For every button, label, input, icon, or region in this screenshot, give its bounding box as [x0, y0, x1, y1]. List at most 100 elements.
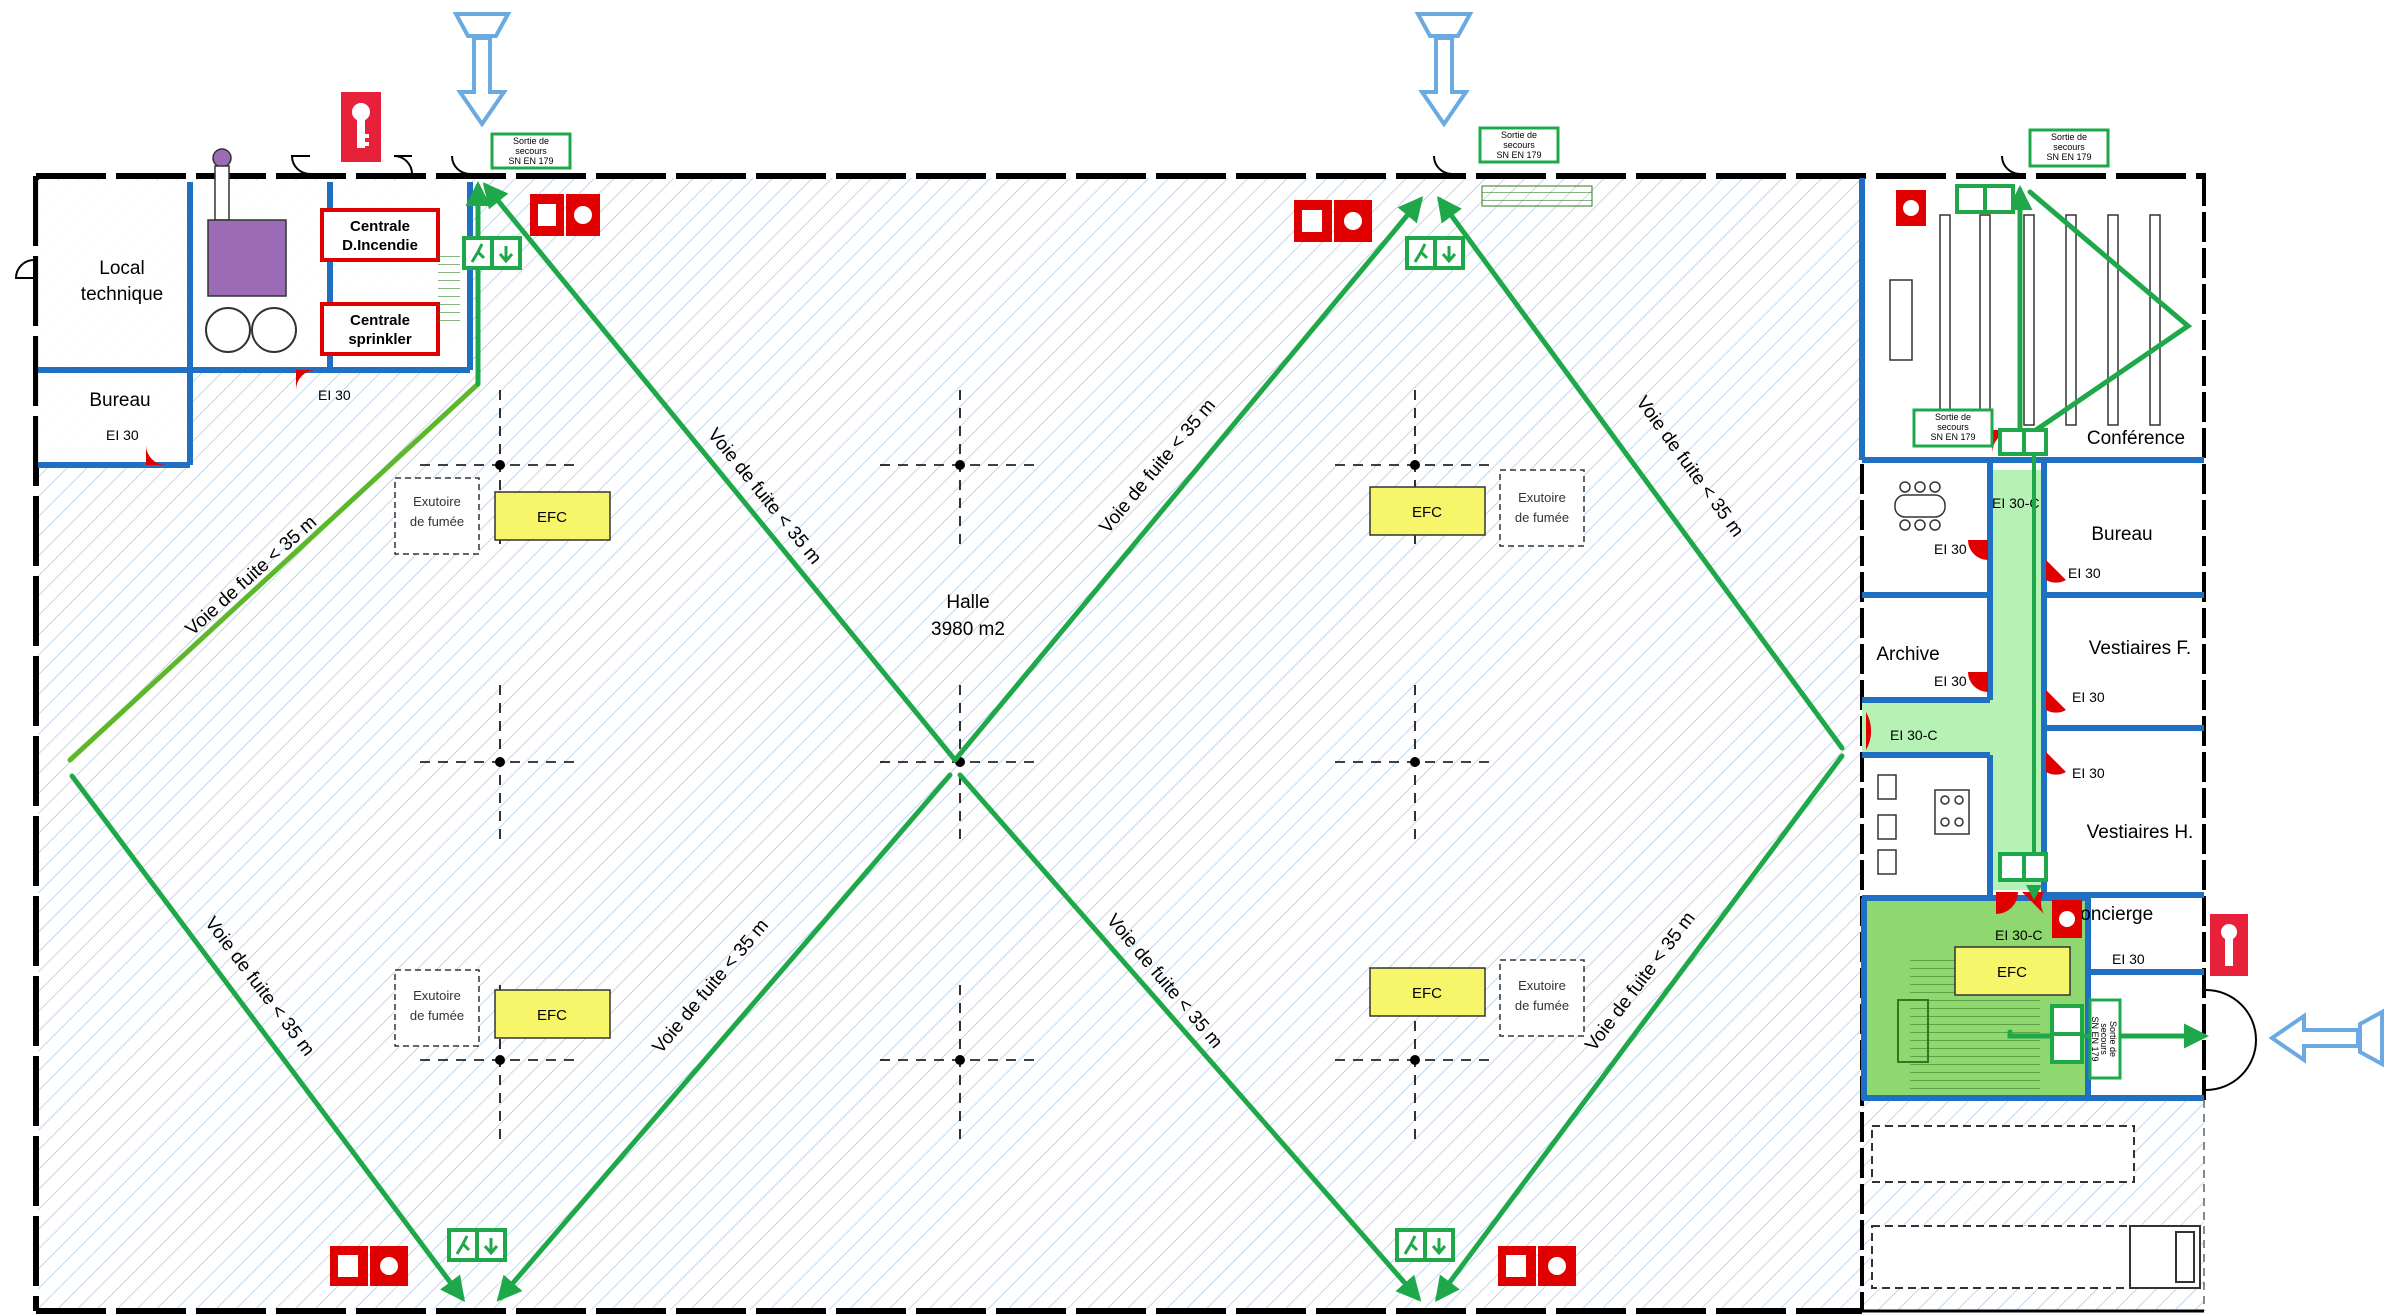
centrale-incendie-line2: D.Incendie — [342, 237, 418, 254]
hall-area: 3980 m2 — [931, 619, 1005, 640]
exit-sign-4: Sortie de secours SN EN 179 — [1912, 408, 1994, 448]
room-label-vestiaires-h: Vestiaires H. — [2087, 822, 2194, 843]
svg-text:SN EN 179: SN EN 179 — [508, 156, 553, 166]
exit-running-man-icon — [1405, 236, 1465, 270]
svg-text:SN EN 179: SN EN 179 — [2090, 1016, 2100, 1061]
svg-text:Exutoire: Exutoire — [413, 988, 461, 1003]
fire-access-arrow-3 — [2268, 1008, 2384, 1068]
office-walls — [1859, 178, 2204, 1101]
stove-icon — [1934, 789, 1970, 835]
exit-running-man-icon — [1998, 428, 2048, 456]
exit-sign-5: Sortie de secours SN EN 179 — [2088, 998, 2122, 1080]
exit-sign-3: Sortie de secours SN EN 179 — [2028, 128, 2110, 168]
room-label-bureau-right: Bureau — [2091, 524, 2152, 545]
exit-sign-2: Sortie de secours SN EN 179 — [1478, 126, 1560, 164]
room-label-archive: Archive — [1876, 644, 1939, 665]
svg-text:SN EN 179: SN EN 179 — [2046, 152, 2091, 162]
room-label-bureau-top: Bureau — [89, 390, 150, 411]
fire-extinguisher-icon — [330, 1246, 408, 1286]
small-stair — [438, 254, 460, 322]
efc-box-1: EFC — [494, 491, 611, 541]
exit-running-man-icon — [2050, 1004, 2084, 1064]
exutoire-1: Exutoire de fumée — [394, 477, 480, 555]
svg-text:EFC: EFC — [1997, 964, 2027, 981]
column-points — [495, 460, 1420, 1065]
fire-access-arrow-2 — [1414, 12, 1474, 128]
centrale-sprinkler-line2: sprinkler — [348, 331, 412, 348]
fire-extinguisher-icon — [1294, 200, 1372, 242]
fire-rating-vest-h: EI 30 — [2072, 765, 2105, 781]
svg-text:Exutoire: Exutoire — [1518, 978, 1566, 993]
svg-text:SN EN 179: SN EN 179 — [1496, 150, 1541, 160]
efc-box-4: EFC — [1369, 967, 1486, 1017]
exit-running-man-icon — [1955, 184, 2015, 214]
key-icon — [2210, 914, 2248, 976]
svg-text:de fumée: de fumée — [1515, 998, 1569, 1013]
conference-seating — [1889, 214, 2161, 426]
fire-rating-bureau-right: EI 30 — [2068, 565, 2101, 581]
svg-text:secours: secours — [2099, 1023, 2109, 1055]
parking-bays — [1871, 1125, 2137, 1289]
svg-text:secours: secours — [1937, 422, 1969, 432]
svg-text:Exutoire: Exutoire — [1518, 490, 1566, 505]
svg-text:SN EN 179: SN EN 179 — [1930, 432, 1975, 442]
fire-extinguisher-icon — [1896, 190, 1926, 226]
fire-rating-bureau-top: EI 30 — [106, 427, 139, 443]
exit-running-man-icon — [1998, 852, 2048, 882]
svg-text:EFC: EFC — [537, 509, 567, 526]
exit-sign-1: Sortie de secours SN EN 179 — [490, 132, 572, 170]
centrale-sprinkler-line1: Centrale — [350, 312, 410, 329]
fire-rating-vest-f: EI 30 — [2072, 689, 2105, 705]
svg-text:Exutoire: Exutoire — [413, 494, 461, 509]
hall-name: Halle — [946, 592, 989, 613]
efc-box-2: EFC — [1369, 486, 1486, 536]
svg-text:Sortie de: Sortie de — [2051, 132, 2087, 142]
efc-box-3: EFC — [494, 989, 611, 1039]
centrale-incendie-box — [320, 208, 440, 262]
fire-access-arrow-1 — [452, 12, 512, 128]
room-label-local-technique-2: technique — [81, 284, 163, 305]
svg-text:de fumée: de fumée — [410, 514, 464, 529]
fire-rating-stair: EI 30-C — [1995, 927, 2042, 943]
exit-running-man-icon — [1395, 1228, 1455, 1262]
svg-text:secours: secours — [2053, 142, 2085, 152]
svg-text:secours: secours — [515, 146, 547, 156]
exutoire-3: Exutoire de fumée — [394, 969, 480, 1047]
table-chairs-icon — [1894, 481, 1946, 531]
svg-text:Sortie de: Sortie de — [513, 136, 549, 146]
svg-text:de fumée: de fumée — [410, 1008, 464, 1023]
sprinkler-machine — [205, 148, 297, 353]
room-label-conference: Conférence — [2087, 428, 2185, 449]
fire-rating-archive: EI 30 — [1934, 673, 1967, 689]
exutoire-4: Exutoire de fumée — [1499, 959, 1585, 1037]
room-label-vestiaires-f: Vestiaires F. — [2089, 638, 2191, 659]
svg-text:de fumée: de fumée — [1515, 510, 1569, 525]
room-label-concierge: concierge — [2071, 904, 2153, 925]
fire-rating-concierge: EI 30 — [2112, 951, 2145, 967]
escape-routes — [67, 181, 2209, 1303]
fire-rating-conf: EI 30-C — [1992, 495, 2039, 511]
svg-text:EFC: EFC — [537, 1007, 567, 1024]
fire-rating-corridor: EI 30-C — [1890, 727, 1937, 743]
exit-running-man-icon — [447, 1228, 507, 1262]
corridor-green-left — [1862, 700, 1992, 755]
key-icon — [341, 92, 381, 162]
floor-grate — [1481, 185, 1593, 207]
svg-text:Sortie de: Sortie de — [2108, 1021, 2118, 1057]
fire-rating-tech: EI 30 — [318, 387, 351, 403]
efc-box-5: EFC — [1954, 946, 2071, 996]
fire-extinguisher-icon — [2052, 900, 2082, 938]
svg-text:secours: secours — [1503, 140, 1535, 150]
svg-text:EFC: EFC — [1412, 985, 1442, 1002]
door-arcs — [14, 155, 2257, 1091]
truck-icon — [2129, 1225, 2201, 1289]
room-label-local-technique-1: Local — [99, 258, 144, 279]
svg-text:EFC: EFC — [1412, 504, 1442, 521]
fire-extinguisher-icon — [1498, 1246, 1576, 1286]
exutoire-2: Exutoire de fumée — [1499, 469, 1585, 547]
svg-text:Sortie de: Sortie de — [1935, 412, 1971, 422]
outer-walls — [33, 173, 2206, 1314]
fire-extinguisher-icon — [530, 194, 600, 236]
bureau-top-bg — [38, 373, 188, 463]
